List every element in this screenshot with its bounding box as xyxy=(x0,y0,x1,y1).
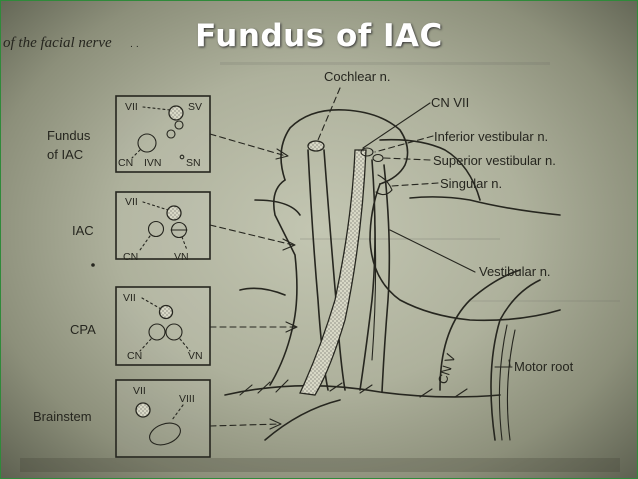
faint-background-print xyxy=(20,62,620,472)
slide-title: Fundus of IAC xyxy=(195,18,443,54)
brainstem-surface xyxy=(224,379,501,441)
brainstem-vii-label: VII xyxy=(133,385,146,397)
iac-cn-label: CN xyxy=(123,251,138,263)
cpa-vn-label: VN xyxy=(188,350,203,362)
label-iac: IAC xyxy=(72,223,94,238)
fundus-sv-label: SV xyxy=(188,101,202,113)
fundus-singular-nerve xyxy=(179,154,185,160)
trigeminal-nerve xyxy=(439,269,541,441)
fundus-cross-section-box: VII SV CN IVN SN xyxy=(115,95,211,173)
iac-facial-nerve xyxy=(166,205,182,221)
facial-nerve-trunk xyxy=(299,149,367,396)
fundus-cochlear-nerve xyxy=(137,133,157,153)
iac-vn-label: VN xyxy=(174,251,189,263)
brainstem-viii-label: VIII xyxy=(179,393,195,405)
fundus-vii-label: VII xyxy=(125,101,138,113)
cpa-vii-label: VII xyxy=(123,292,136,304)
cpa-cn-label: CN xyxy=(127,350,142,362)
label-pointer-lines xyxy=(317,87,511,367)
brainstem-cross-section-box: VII VIII xyxy=(115,379,211,458)
fundus-cn-label: CN xyxy=(118,157,133,169)
fundus-ivn-label: IVN xyxy=(144,157,162,169)
label-cpa: CPA xyxy=(70,322,96,337)
cpa-facial-nerve xyxy=(158,304,174,320)
label-cn-v: CN V xyxy=(435,351,459,385)
iac-vii-label: VII xyxy=(125,196,138,208)
bullet-dot xyxy=(91,263,95,267)
brainstem-facial-nerve xyxy=(135,402,151,418)
label-singular-nerve: Singular n. xyxy=(440,176,502,191)
cpa-cross-section-box: VII CN VN xyxy=(115,286,211,366)
label-motor-root: Motor root xyxy=(514,359,574,374)
header-dots: . . xyxy=(130,38,139,50)
fundus-sn-label: SN xyxy=(186,157,201,169)
label-brainstem: Brainstem xyxy=(33,409,92,424)
label-superior-vestibular-nerve: Superior vestibular n. xyxy=(433,153,556,168)
label-vestibular-nerve: Vestibular n. xyxy=(479,264,551,279)
header-fragment: of the facial nerve xyxy=(3,35,112,51)
box-pointer-arrows xyxy=(209,133,298,430)
iac-cross-section-box: VII CN VN xyxy=(115,191,211,263)
label-fundus-line2: of IAC xyxy=(47,147,83,162)
internal-acoustic-canal-outline xyxy=(239,109,561,386)
label-fundus-line1: Fundus xyxy=(47,128,91,143)
label-cochlear-nerve: Cochlear n. xyxy=(324,69,390,84)
label-inferior-vestibular-nerve: Inferior vestibular n. xyxy=(434,129,548,144)
fundus-facial-nerve xyxy=(168,105,184,121)
vestibular-nerve-trunk xyxy=(359,147,393,393)
label-cn-vii: CN VII xyxy=(431,95,469,110)
brainstem-vestibulocochlear-nerve xyxy=(149,422,181,446)
